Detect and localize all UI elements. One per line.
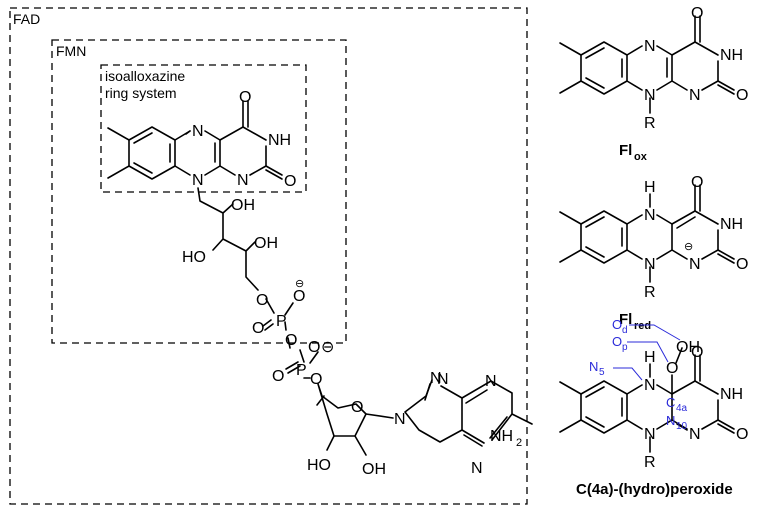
peroxide-nh: NH: [720, 386, 743, 403]
fad-n1-atom: N: [237, 172, 249, 189]
fad-oh-atom-3: OH: [254, 235, 278, 252]
fad-ho-atom-2: HO: [182, 249, 206, 266]
flred-o2: O: [736, 256, 748, 273]
fad-o-ester-1: O: [256, 292, 268, 309]
peroxide-bonds: [559, 347, 735, 453]
annotation-n10: N: [666, 413, 675, 428]
fad-minus-1: ⊖: [295, 278, 304, 290]
peroxide-n5: N: [644, 377, 656, 394]
fad-o-bridge: O: [285, 332, 297, 349]
fad-n10-atom: N: [192, 172, 204, 189]
isoalloxazine-label-line2: ring system: [105, 85, 177, 101]
annotation-c4a: C: [666, 395, 675, 410]
annotation-od: O: [612, 317, 622, 332]
flox-bonds: [559, 15, 735, 114]
fad-adenine-n7: N: [430, 370, 442, 387]
flox-n1: N: [689, 87, 701, 104]
flox-name-sub: ox: [634, 151, 648, 163]
fad-ribose-o: O: [351, 399, 363, 416]
fad-o-double-p1: O: [252, 320, 264, 337]
peroxide-o4: O: [691, 344, 703, 361]
fmn-box: [51, 39, 347, 344]
peroxide-name: C(4a)-(hydro)peroxide: [576, 481, 733, 498]
fad-label: FAD: [13, 11, 40, 27]
annotation-op: O: [612, 334, 622, 349]
flox-o4: O: [691, 5, 703, 22]
fad-o-ester-2: O: [310, 371, 322, 388]
fad-nh-atom: NH: [268, 132, 291, 149]
fad-adenine-n-top: N: [437, 371, 449, 388]
fad-adenine-n9: N: [394, 411, 406, 428]
flred-n10: N: [644, 256, 656, 273]
fad-oh-ribose: OH: [362, 461, 386, 478]
fad-nh2-subscript: 2: [516, 437, 522, 449]
fad-box: [9, 7, 528, 505]
isoalloxazine-label-line1: isoalloxazine: [105, 68, 185, 84]
peroxide-n10: N: [644, 426, 656, 443]
flred-n1: N: [689, 256, 701, 273]
isoalloxazine-box: [100, 64, 307, 193]
fad-p-atom-1: P: [276, 313, 287, 330]
fad-o-atom-p2: O: [308, 339, 320, 356]
flox-nh: NH: [720, 47, 743, 64]
flox-n5: N: [644, 38, 656, 55]
flred-name: Fl: [619, 311, 632, 328]
fad-ho-ribose: HO: [307, 457, 331, 474]
fad-phosphate-bonds: [262, 298, 394, 456]
fad-adenine-n3: N: [471, 460, 483, 477]
flred-nh: NH: [720, 216, 743, 233]
peroxide-o2: O: [736, 426, 748, 443]
annotation-od-sub: d: [622, 325, 628, 336]
peroxide-h: H: [644, 349, 656, 366]
fad-nh2: NH: [490, 428, 513, 445]
fad-p-atom-2: P: [296, 362, 307, 379]
peroxide-r: R: [644, 454, 656, 471]
fad-o-atom-p1: O: [293, 288, 305, 305]
flred-name-sub: red: [634, 320, 651, 332]
fad-minus-2: ⊖: [321, 339, 334, 356]
annotation-n5-sub: 5: [599, 367, 605, 378]
flred-h: H: [644, 179, 656, 196]
flred-r: R: [644, 284, 656, 301]
peroxide-annotation-lines: [613, 324, 681, 381]
peroxide-o-proximal: O: [666, 360, 678, 377]
annotation-op-sub: p: [622, 342, 628, 353]
peroxide-oh: OH: [676, 339, 700, 356]
flox-r: R: [644, 115, 656, 132]
fad-adenine-bonds: [404, 379, 533, 447]
fad-isoalloxazine-bonds: [107, 100, 283, 291]
peroxide-n1: N: [689, 426, 701, 443]
fad-n5-atom: N: [192, 123, 204, 140]
flred-minus: ⊖: [684, 241, 693, 253]
annotation-c4a-sub: 4a: [676, 403, 688, 414]
fad-adenine-n1: N: [485, 373, 497, 390]
flox-name: Fl: [619, 142, 632, 159]
annotation-n5: N: [589, 359, 598, 374]
fad-o2-atom: O: [284, 173, 296, 190]
fad-o4-atom: O: [239, 89, 251, 106]
annotation-n10-sub: 10: [676, 421, 688, 432]
flred-bonds: [559, 184, 735, 283]
flred-o4: O: [691, 174, 703, 191]
fad-oh-atom-1: OH: [231, 197, 255, 214]
fad-o-double-p2: O: [272, 368, 284, 385]
flred-n5: N: [644, 207, 656, 224]
fmn-label: FMN: [56, 43, 86, 59]
flox-n10: N: [644, 87, 656, 104]
flox-o2: O: [736, 87, 748, 104]
